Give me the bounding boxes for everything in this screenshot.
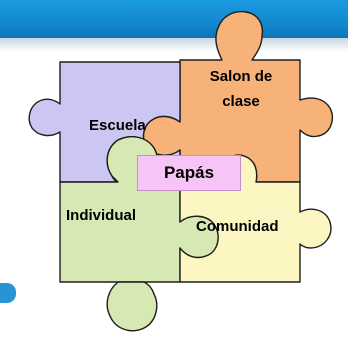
label-comunidad: Comunidad — [196, 218, 279, 235]
header-bar — [0, 0, 348, 38]
puzzle-tab-bottom — [106, 281, 158, 332]
label-individual: Individual — [66, 207, 137, 224]
label-salon: Salon de clase — [209, 68, 273, 110]
logo-fragment — [0, 283, 16, 303]
label-escuela: Escuela — [89, 117, 146, 134]
center-label: Papás — [163, 163, 215, 182]
center-label-box: Papás — [137, 155, 241, 191]
